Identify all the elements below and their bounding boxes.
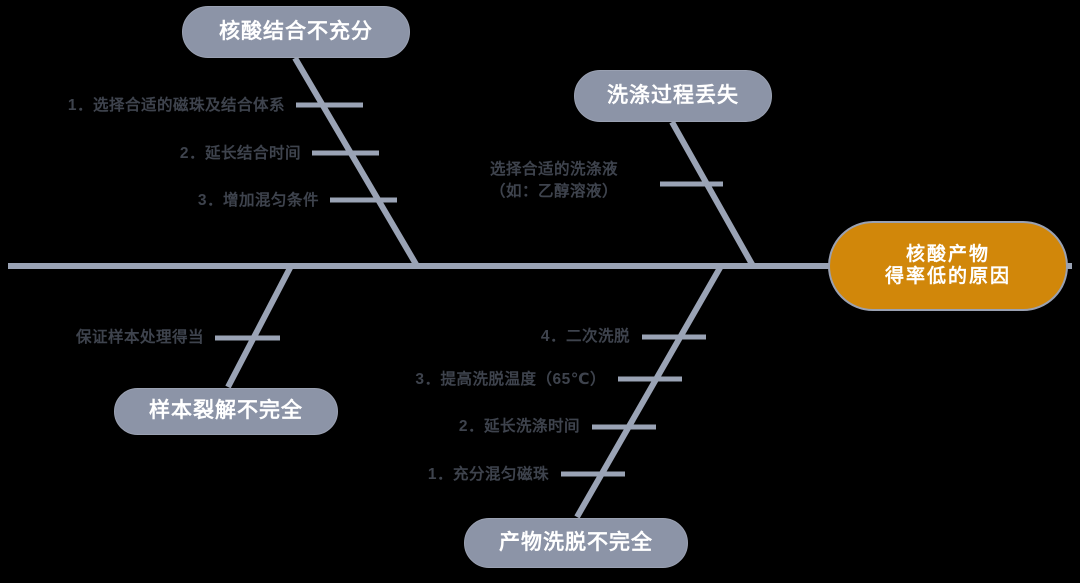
label-elution-3: 3．提高洗脱温度（65℃） — [415, 371, 606, 388]
label-elution-4: 4．二次洗脱 — [540, 328, 630, 345]
branch-lysis — [225, 264, 294, 389]
label-binding-3: 3．增加混匀条件 — [197, 192, 319, 209]
cause-box-binding[interactable]: 核酸结合不充分 — [182, 6, 410, 58]
branch-wash-loss — [669, 120, 756, 268]
label-elution-1: 1．充分混匀磁珠 — [427, 466, 549, 483]
branch-binding — [292, 56, 420, 268]
label-wash-1: 选择合适的洗涤液 （如：乙醇溶液） — [489, 161, 618, 200]
effect-box[interactable]: 核酸产物 得率低的原因 — [828, 221, 1068, 311]
label-elution-2: 2．延长洗涤时间 — [458, 418, 580, 435]
cause-box-wash-loss[interactable]: 洗涤过程丢失 — [574, 70, 772, 122]
label-lysis-1: 保证样本处理得当 — [75, 329, 204, 346]
label-binding-2: 2．延长结合时间 — [179, 145, 301, 162]
branch-elution — [574, 264, 724, 519]
cause-box-elution[interactable]: 产物洗脱不完全 — [464, 518, 688, 568]
cause-box-lysis[interactable]: 样本裂解不完全 — [114, 388, 338, 435]
label-binding-1: 1．选择合适的磁珠及结合体系 — [67, 97, 285, 114]
